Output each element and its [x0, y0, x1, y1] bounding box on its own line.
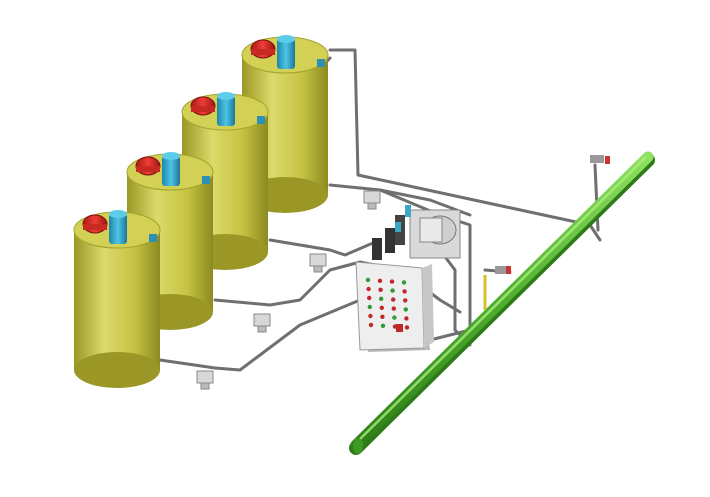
outlet-pipe-tank-3 — [268, 238, 382, 257]
panel-button — [368, 322, 374, 328]
panel-button — [378, 287, 383, 292]
tank-1 — [73, 210, 161, 388]
outlet-valve-icon — [196, 370, 214, 384]
panel-button — [390, 288, 395, 293]
agitator-motor-icon — [217, 96, 235, 126]
control-panel — [355, 261, 434, 352]
pipe-connection — [590, 155, 604, 163]
panel-button — [379, 296, 384, 301]
top-manifold-pipe — [328, 48, 602, 242]
tank-array — [73, 35, 329, 388]
agitator-motor-icon — [162, 156, 180, 186]
panel-button — [380, 323, 386, 328]
agitator-motor-icon — [109, 214, 127, 244]
outlet-valve-icon — [363, 190, 381, 204]
panel-button — [403, 307, 408, 312]
agitator-motor-icon — [277, 39, 295, 69]
panel-button — [402, 289, 407, 294]
dosing-pump — [372, 205, 461, 260]
outlet-pipe-tank-1 — [158, 298, 362, 372]
panel-button — [367, 295, 372, 301]
outlet-pipe-tank-2 — [213, 260, 362, 307]
panel-button — [391, 306, 396, 311]
panel-button — [389, 279, 395, 284]
panel-button — [380, 314, 385, 319]
pipe-connection — [605, 156, 610, 164]
panel-button — [404, 316, 409, 321]
pipe-connection — [495, 266, 511, 274]
outlet-valve-group — [196, 190, 381, 390]
panel-button — [404, 325, 410, 330]
panel-button — [391, 297, 396, 302]
panel-button — [379, 305, 384, 310]
panel-button — [368, 313, 373, 319]
outlet-pipe-tank-4 — [328, 183, 472, 217]
outlet-valve-icon — [253, 313, 271, 327]
panel-button — [365, 277, 371, 283]
panel-button — [366, 286, 371, 292]
main-pipeline — [349, 151, 655, 455]
panel-button — [403, 298, 408, 303]
pipe-connection — [506, 266, 511, 274]
panel-button — [367, 304, 372, 310]
panel-button — [377, 278, 383, 283]
panel-button — [401, 280, 407, 285]
outlet-valve-icon — [309, 253, 327, 267]
panel-button — [392, 315, 397, 320]
